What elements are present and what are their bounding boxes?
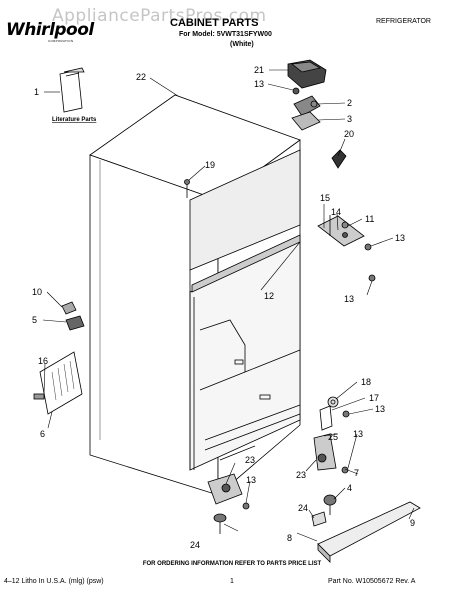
callout-7: 7 [354,468,359,478]
callout-17: 17 [369,393,379,403]
center-hinge-assembly [317,215,376,282]
callout-13f: 13 [246,475,256,485]
callout-12: 12 [264,291,274,301]
category-label: REFRIGERATOR [376,18,431,25]
model-line: For Model: 5VWT31SFYW00 [179,31,272,38]
side-cap-parts [61,301,85,331]
callout-13e: 13 [353,429,363,439]
ordering-note: FOR ORDERING INFORMATION REFER TO PARTS … [142,561,322,567]
callout-22: 22 [136,72,146,82]
print-info: 4–12 Litho In U.S.A. (mlg) (psw) [4,578,104,585]
callout-1: 1 [34,87,39,97]
callout-20: 20 [344,129,354,139]
refrigerator-cabinet [89,94,301,496]
callout-3: 3 [347,114,352,124]
callout-8: 8 [287,533,292,543]
left-bottom-hinge [207,473,250,534]
callout-23a: 23 [245,455,255,465]
top-hinge-assembly [287,59,347,169]
brand-subtitle: CORPORATION [48,39,74,43]
callout-15: 15 [320,193,330,203]
brand-logo: Whirlpool [6,20,94,40]
callout-24a: 24 [190,540,200,550]
callout-13d: 13 [375,404,385,414]
callout-19: 19 [205,160,215,170]
callout-25: 25 [328,432,338,442]
color-line: (White) [230,41,254,48]
literature-booklet [59,67,85,113]
callout-9: 9 [410,518,415,528]
callout-4: 4 [347,483,352,493]
callout-numbers: 1 22 21 13 2 3 20 19 15 14 11 13 12 13 1… [32,65,415,550]
callout-11: 11 [365,214,374,224]
callout-10: 10 [32,287,42,297]
callout-16: 16 [38,356,48,366]
callout-23b: 23 [296,470,306,480]
watermark: AppliancePartsPros.com [52,6,267,26]
part-number: Part No. W10505672 Rev. A [328,578,416,585]
callout-2: 2 [347,98,352,108]
callout-13c: 13 [344,294,354,304]
rear-access-cover [33,351,83,415]
leader-lines [42,69,415,542]
callout-13a: 13 [254,79,264,89]
callout-5: 5 [32,315,37,325]
callout-21: 21 [254,65,264,75]
callout-18: 18 [361,377,371,387]
callout-6: 6 [40,429,45,439]
callout-13b: 13 [395,233,405,243]
screw-19 [184,179,190,198]
page-title: CABINET PARTS [170,17,259,29]
bottom-hinge-assembly [311,396,421,563]
page-number: 1 [230,578,234,585]
literature-parts-label: Literature Parts [52,117,97,123]
callout-14: 14 [331,207,341,217]
callout-24b: 24 [298,503,308,513]
